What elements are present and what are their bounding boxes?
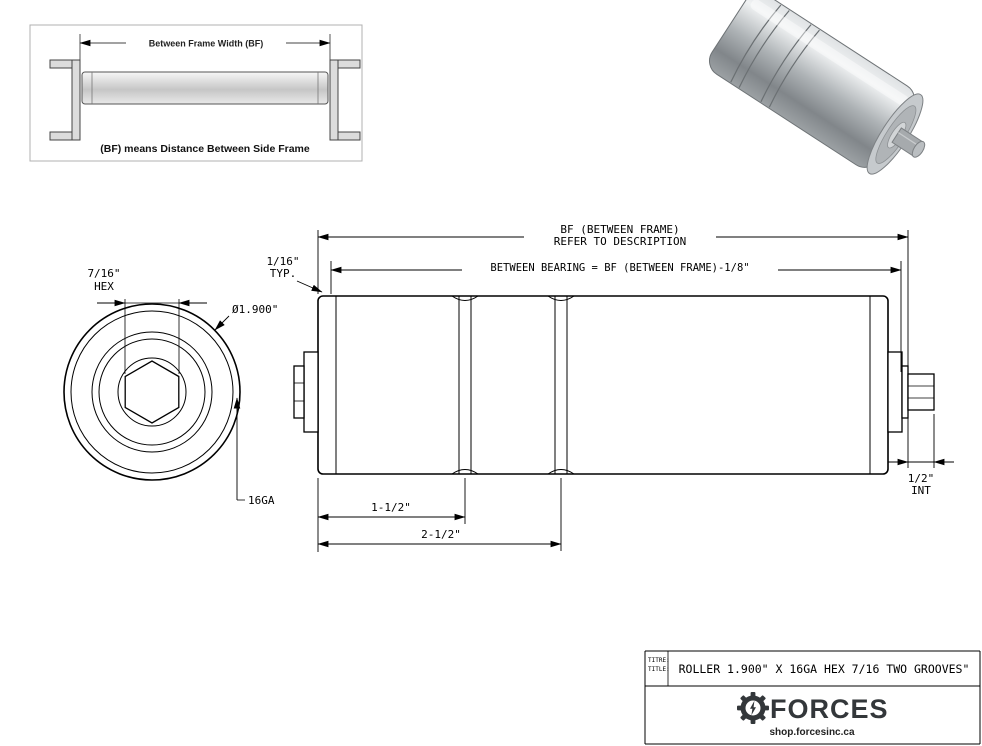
- title-label-en: TITLE:: [648, 666, 670, 673]
- shaft-dim-word-label: INT: [911, 484, 931, 497]
- hex-word-label: HEX: [94, 280, 114, 293]
- roller-tube: [317, 295, 889, 475]
- leader-line: [296, 280, 323, 293]
- frame-flange: [49, 131, 73, 141]
- left-side-frame: [49, 59, 81, 141]
- label-mask: [462, 258, 778, 274]
- left-bearing-hub: [303, 351, 319, 433]
- render-groove: [730, 4, 782, 83]
- inset-diagram: Between Frame Width (BF) (BF) means Dist…: [29, 24, 363, 162]
- groove-notch: [547, 469, 575, 475]
- render-groove: [768, 29, 820, 108]
- inset-dimension-label: Between Frame Width (BF): [149, 39, 263, 49]
- groove2-dim-label: 2-1/2": [421, 528, 461, 541]
- frame-flange: [49, 59, 73, 69]
- roller-3d-render: [709, 0, 926, 175]
- bf-label-line1: BF (BETWEEN FRAME): [560, 223, 679, 236]
- frame-flange: [337, 59, 361, 69]
- left-hex-shaft: [293, 365, 305, 419]
- title-label-fr: TITRE:: [648, 657, 670, 664]
- frame-flange: [337, 131, 361, 141]
- frame-web: [71, 59, 81, 141]
- tube-outer-circle: [63, 303, 241, 481]
- typ-value-label: 1/16": [266, 255, 299, 268]
- right-shaft-extension: [907, 373, 935, 411]
- bearing-inner-circle: [98, 338, 206, 446]
- label-mask: [126, 36, 286, 49]
- render-highlight: [750, 0, 909, 107]
- tube-inner-circle: [70, 310, 234, 474]
- render-groove: [738, 10, 790, 88]
- groove1-dim-label: 1-1/2": [371, 501, 411, 514]
- title-block: TITRE: TITLE: ROLLER 1.900" X 16GA HEX 7…: [644, 650, 981, 745]
- forces-logo: FORCES shop.forcesinc.ca: [737, 692, 889, 738]
- gauge-label: 16GA: [248, 494, 275, 507]
- hex-bore: [124, 360, 180, 424]
- drawing-title: ROLLER 1.900" X 16GA HEX 7/16 TWO GROOVE…: [679, 662, 970, 676]
- between-bearing-label: BETWEEN BEARING = BF (BETWEEN FRAME)-1/8…: [490, 262, 749, 274]
- typ-word-label: TYP.: [270, 267, 297, 280]
- groove-notch: [451, 469, 479, 475]
- lightning-icon: [750, 700, 756, 716]
- website: shop.forcesinc.ca: [769, 727, 854, 738]
- bearing-outer-circle: [91, 331, 213, 453]
- groove-notch: [451, 295, 479, 301]
- right-shaft-collar: [901, 365, 909, 419]
- shaft-dim-value-label: 1/2": [908, 472, 935, 485]
- frame-web: [329, 59, 339, 141]
- diameter-label: Ø1.900": [232, 303, 278, 316]
- hex-bore-circle: [117, 357, 187, 427]
- render-hex-tip: [911, 140, 926, 158]
- right-bearing-hub: [887, 351, 903, 433]
- brand-name: FORCES: [770, 694, 889, 724]
- leader-line: [214, 315, 230, 331]
- groove-2: [547, 295, 575, 475]
- render-groove: [760, 24, 812, 103]
- label-mask: [524, 222, 716, 250]
- gear-icon: [737, 692, 769, 724]
- right-side-frame: [329, 59, 361, 141]
- groove-notch: [547, 295, 575, 301]
- roller-side-view: BF (BETWEEN FRAME) REFER TO DESCRIPTION …: [266, 222, 954, 552]
- bf-label-line2: REFER TO DESCRIPTION: [554, 235, 686, 248]
- groove-1: [451, 295, 479, 475]
- inset-roller: [81, 71, 329, 105]
- inset-caption: (BF) means Distance Between Side Frame: [100, 143, 310, 155]
- hex-size-label: 7/16": [87, 267, 120, 280]
- roller-end-view: 7/16" HEX Ø1.900" 16GA: [63, 267, 278, 507]
